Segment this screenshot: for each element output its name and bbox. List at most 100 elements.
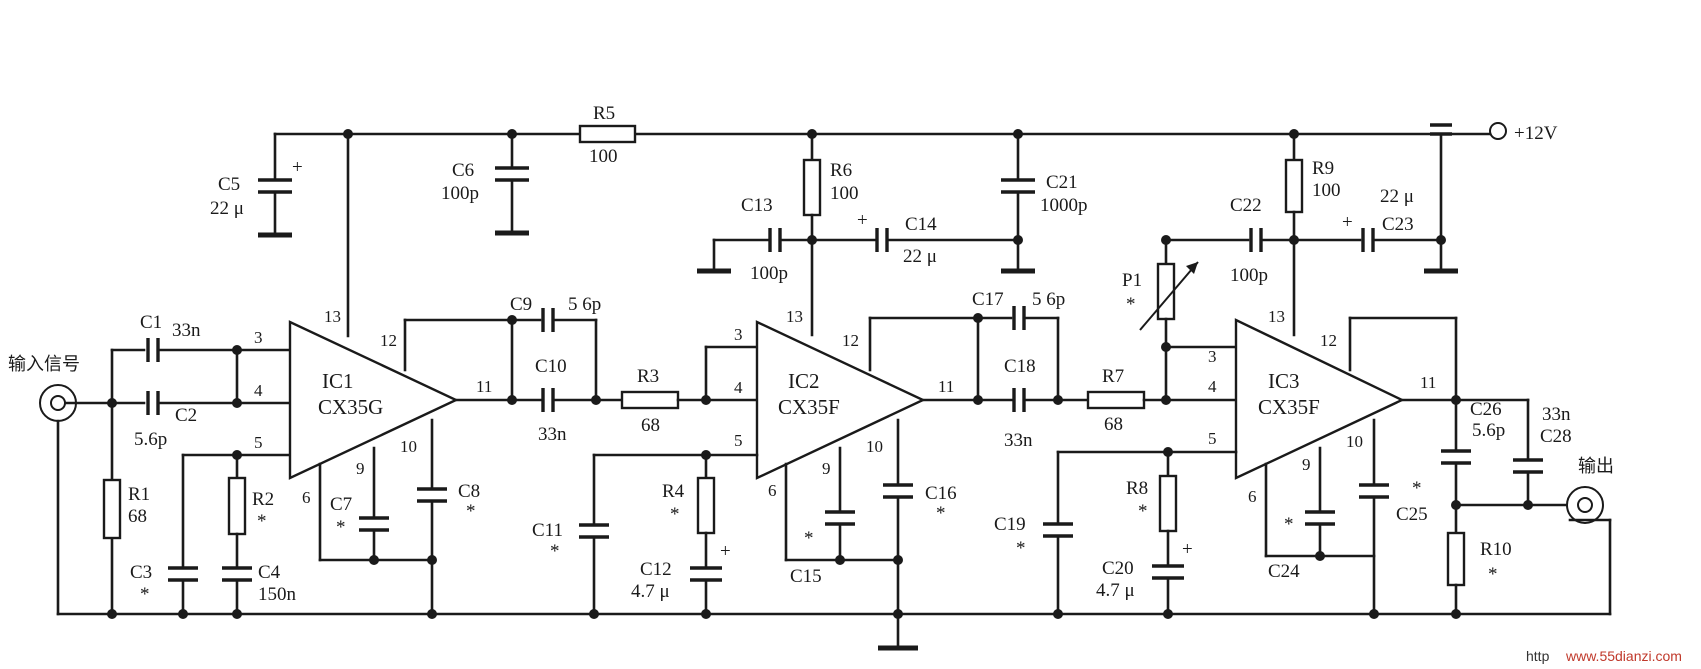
svg-text:*: * [140, 584, 150, 605]
svg-text:+: + [720, 541, 731, 562]
svg-text:9: 9 [356, 459, 365, 478]
capacitor-c21: C21 1000p [1001, 132, 1088, 274]
capacitor-c20: + C20 4.7 μ [1096, 539, 1193, 601]
svg-text:C5: C5 [218, 174, 240, 195]
capacitor-c24: * C24 [1268, 510, 1335, 582]
svg-text:*: * [1138, 501, 1148, 522]
svg-text:C18: C18 [1004, 356, 1036, 377]
resistor-r3: R3 68 [620, 366, 680, 436]
svg-text:5 6p: 5 6p [568, 294, 601, 315]
svg-text:13: 13 [324, 307, 341, 326]
svg-text:C8: C8 [458, 481, 480, 502]
resistor-r9: R9 100 [1284, 158, 1341, 214]
input-label: 输入信号 [8, 354, 80, 375]
svg-text:6: 6 [1248, 487, 1257, 506]
svg-text:C15: C15 [790, 566, 822, 587]
svg-text:*: * [1488, 564, 1498, 585]
svg-text:3: 3 [1208, 347, 1217, 366]
ground-bus [56, 518, 1612, 651]
capacitor-c18: C18 33n [1004, 356, 1090, 451]
svg-text:C20: C20 [1102, 558, 1134, 579]
svg-text:150n: 150n [258, 584, 297, 605]
resistor-r2: R2 * [227, 476, 274, 536]
capacitor-c19: C19 * [994, 514, 1073, 559]
svg-text:*: * [1126, 294, 1136, 315]
svg-text:R9: R9 [1312, 158, 1334, 179]
svg-text:4.7 μ: 4.7 μ [631, 581, 670, 602]
svg-text:100p: 100p [441, 183, 479, 204]
svg-text:CX35G: CX35G [318, 395, 383, 419]
potentiometer-p1: P1 * [1122, 261, 1199, 331]
svg-text:68: 68 [128, 506, 147, 527]
svg-text:+: + [857, 210, 868, 231]
svg-text:P1: P1 [1122, 270, 1142, 291]
capacitor-c26: C26 5.6p [1441, 399, 1505, 465]
svg-text:13: 13 [1268, 307, 1285, 326]
capacitor-c25: * C25 [1359, 478, 1428, 525]
resistor-r6: R6 100 [802, 158, 859, 217]
svg-text:6: 6 [302, 488, 311, 507]
svg-text:6: 6 [768, 481, 777, 500]
svg-text:33n: 33n [1542, 404, 1571, 425]
capacitor-c10: C10 33n [535, 356, 624, 445]
svg-text:33n: 33n [538, 424, 567, 445]
svg-text:C4: C4 [258, 562, 281, 583]
svg-text:*: * [670, 504, 680, 525]
svg-text:22 μ: 22 μ [903, 246, 937, 267]
svg-text:11: 11 [1420, 373, 1436, 392]
resistor-r1: R1 68 [102, 478, 150, 540]
capacitor-c1: C1 33n [140, 312, 292, 362]
capacitor-c13: C13 100p [741, 195, 879, 284]
capacitor-c5: + C5 22 μ [210, 132, 303, 238]
svg-text:5: 5 [734, 431, 743, 450]
watermark-prefix: http [1526, 648, 1550, 664]
svg-text:1000p: 1000p [1040, 195, 1088, 216]
svg-text:CX35F: CX35F [1258, 395, 1320, 419]
svg-text:100: 100 [1312, 180, 1341, 201]
svg-text:*: * [1284, 514, 1294, 535]
svg-text:C14: C14 [905, 214, 937, 235]
svg-text:11: 11 [938, 377, 954, 396]
svg-text:5.6p: 5.6p [1472, 420, 1505, 441]
svg-text:IC3: IC3 [1268, 369, 1300, 393]
svg-text:C19: C19 [994, 514, 1026, 535]
svg-text:*: * [257, 511, 267, 532]
svg-text:C2: C2 [175, 405, 197, 426]
capacitor-c7: C7 * [330, 494, 389, 538]
capacitor-c3: C3 * [130, 562, 198, 605]
svg-text:*: * [804, 528, 814, 549]
svg-text:9: 9 [1302, 455, 1311, 474]
ic2-amplifier: IC2 CX35F 13 3 4 5 6 9 10 12 11 [734, 307, 954, 500]
svg-text:100: 100 [830, 183, 859, 204]
resistor-r8: R8 * [1126, 474, 1178, 533]
resistor-r7: R7 68 [1086, 366, 1146, 435]
svg-text:22 μ: 22 μ [210, 198, 244, 219]
svg-text:10: 10 [866, 437, 883, 456]
svg-text:4: 4 [734, 378, 743, 397]
svg-text:R6: R6 [830, 160, 852, 181]
capacitor-c9: C9 5 6p [510, 294, 601, 332]
svg-text:*: * [336, 517, 346, 538]
svg-text:R3: R3 [637, 366, 659, 387]
capacitor-c14: + C14 22 μ [857, 210, 1020, 267]
svg-text:+: + [1182, 539, 1193, 560]
svg-text:C11: C11 [532, 520, 563, 541]
svg-text:C12: C12 [640, 559, 672, 580]
capacitor-c28: 33n C28 [1513, 404, 1572, 474]
capacitor-c16: C16 * [883, 483, 957, 524]
capacitor-c23: + 22 μ C23 [1342, 186, 1443, 252]
svg-text:5: 5 [254, 433, 263, 452]
svg-text:C22: C22 [1230, 195, 1262, 216]
svg-text:*: * [466, 501, 476, 522]
svg-text:C23: C23 [1382, 214, 1414, 235]
output-label: 输出 [1578, 456, 1614, 477]
svg-text:4.7 μ: 4.7 μ [1096, 580, 1135, 601]
svg-text:C24: C24 [1268, 561, 1300, 582]
svg-text:R4: R4 [662, 481, 685, 502]
svg-text:R2: R2 [252, 489, 274, 510]
svg-text:3: 3 [734, 325, 743, 344]
resistor-r4: R4 * [662, 476, 716, 535]
svg-text:CX35F: CX35F [778, 395, 840, 419]
svg-text:13: 13 [786, 307, 803, 326]
